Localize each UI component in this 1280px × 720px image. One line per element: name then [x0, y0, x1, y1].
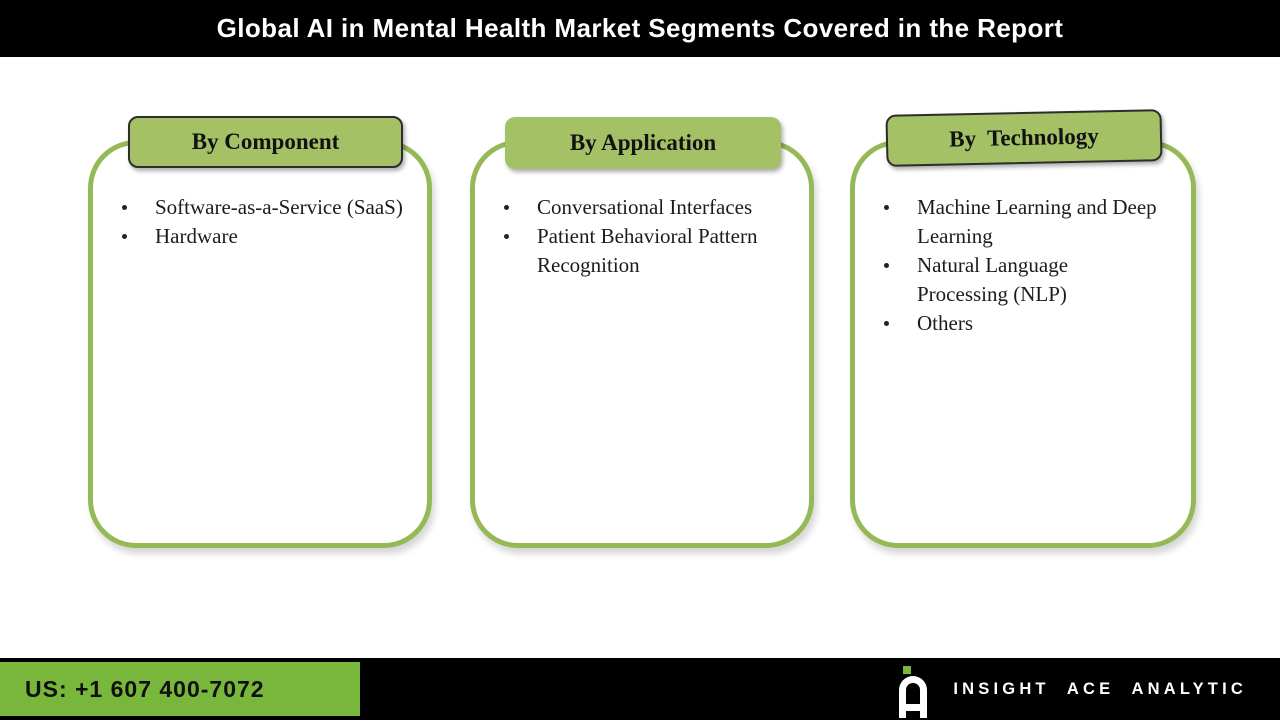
card-header-technology: By Technology: [885, 109, 1163, 167]
segment-card-application: By Application Conversational Interfaces…: [470, 117, 814, 548]
brand-name: INSIGHT ACE ANALYTIC: [953, 679, 1247, 698]
list-item: Conversational Interfaces: [475, 193, 797, 222]
list-item: Machine Learning and Deep Learning: [855, 193, 1157, 251]
segment-card-technology: By Technology Machine Learning and Deep …: [850, 109, 1196, 548]
technology-item-list: Machine Learning and Deep Learning Natur…: [855, 145, 1191, 338]
card-header-label: By Application: [569, 130, 717, 155]
card-header-application: By Application: [505, 117, 781, 169]
card-header-component: By Component: [128, 116, 403, 168]
list-item: Natural Language Processing (NLP): [855, 251, 1157, 309]
application-item-list: Conversational Interfaces Patient Behavi…: [475, 145, 809, 280]
logo-crossbar: [906, 704, 921, 711]
phone-number: US: +1 607 400-7072: [25, 675, 265, 702]
footer-bar: US: +1 607 400-7072 INSIGHT ACE ANALYTIC: [0, 658, 1280, 720]
footer-phone-block: US: +1 607 400-7072: [0, 662, 360, 716]
list-item: Hardware: [93, 222, 415, 251]
list-item: Software-as-a-Service (SaaS): [93, 193, 415, 222]
card-header-label: By Component: [191, 129, 340, 154]
list-item: Patient Behavioral Pattern Recognition: [475, 222, 797, 280]
page-title: Global AI in Mental Health Market Segmen…: [216, 13, 1064, 43]
segment-card-component: By Component Software-as-a-Service (SaaS…: [88, 116, 432, 548]
brand-block: INSIGHT ACE ANALYTIC: [895, 658, 1247, 720]
logo-green-square: [903, 666, 912, 674]
component-item-list: Software-as-a-Service (SaaS) Hardware: [93, 145, 427, 251]
card-header-label: By Technology: [948, 123, 1100, 152]
top-title-bar: Global AI in Mental Health Market Segmen…: [0, 0, 1280, 57]
insight-ace-a-logo-icon: [895, 660, 931, 718]
logo-arch-shape: [899, 676, 928, 718]
list-item: Others: [855, 309, 1157, 338]
